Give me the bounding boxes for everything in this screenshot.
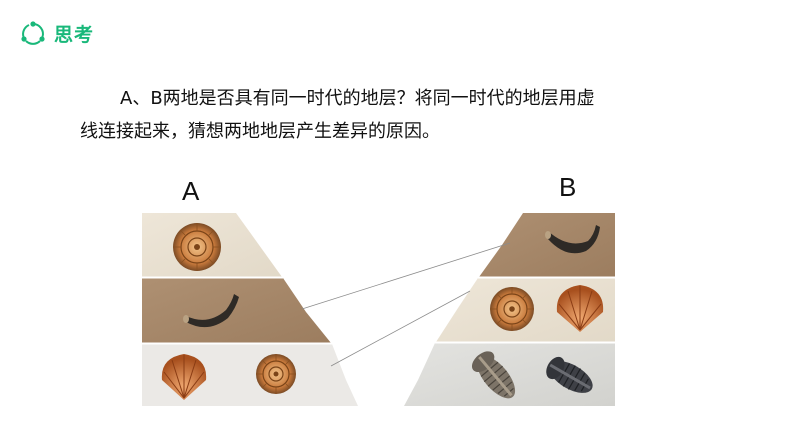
correlation-line-2: [330, 290, 471, 367]
trilobite-icon: [471, 351, 516, 399]
ammonite-icon: [173, 223, 221, 271]
scallop-shell-icon: [161, 354, 207, 400]
cycle-icon: [21, 20, 45, 45]
site-b-layer-top: [479, 213, 615, 277]
layer-boundaries: [142, 276, 615, 345]
horn-coral-icon: [545, 225, 600, 254]
site-b-label: B: [559, 172, 577, 202]
site-a-layer-middle: [142, 278, 331, 343]
trilobite-icon: [546, 356, 593, 393]
site-a-label: A: [182, 176, 200, 206]
section-header: 思考: [20, 20, 94, 47]
horn-coral-icon: [183, 294, 239, 328]
scallop-shell-icon: [556, 285, 604, 332]
correlation-line-1: [301, 242, 511, 310]
question-line-2: 线连接起来，猜想两地地层产生差异的原因。: [80, 121, 440, 142]
question-line-1: A、B两地是否具有同一时代的地层？将同一时代的地层用虚: [120, 88, 595, 109]
question-text: A、B两地是否具有同一时代的地层？将同一时代的地层用虚 线连接起来，猜想两地地层…: [80, 82, 740, 148]
ammonite-icon: [256, 354, 296, 394]
ammonite-icon: [490, 287, 534, 331]
page-title: 思考: [54, 24, 95, 46]
